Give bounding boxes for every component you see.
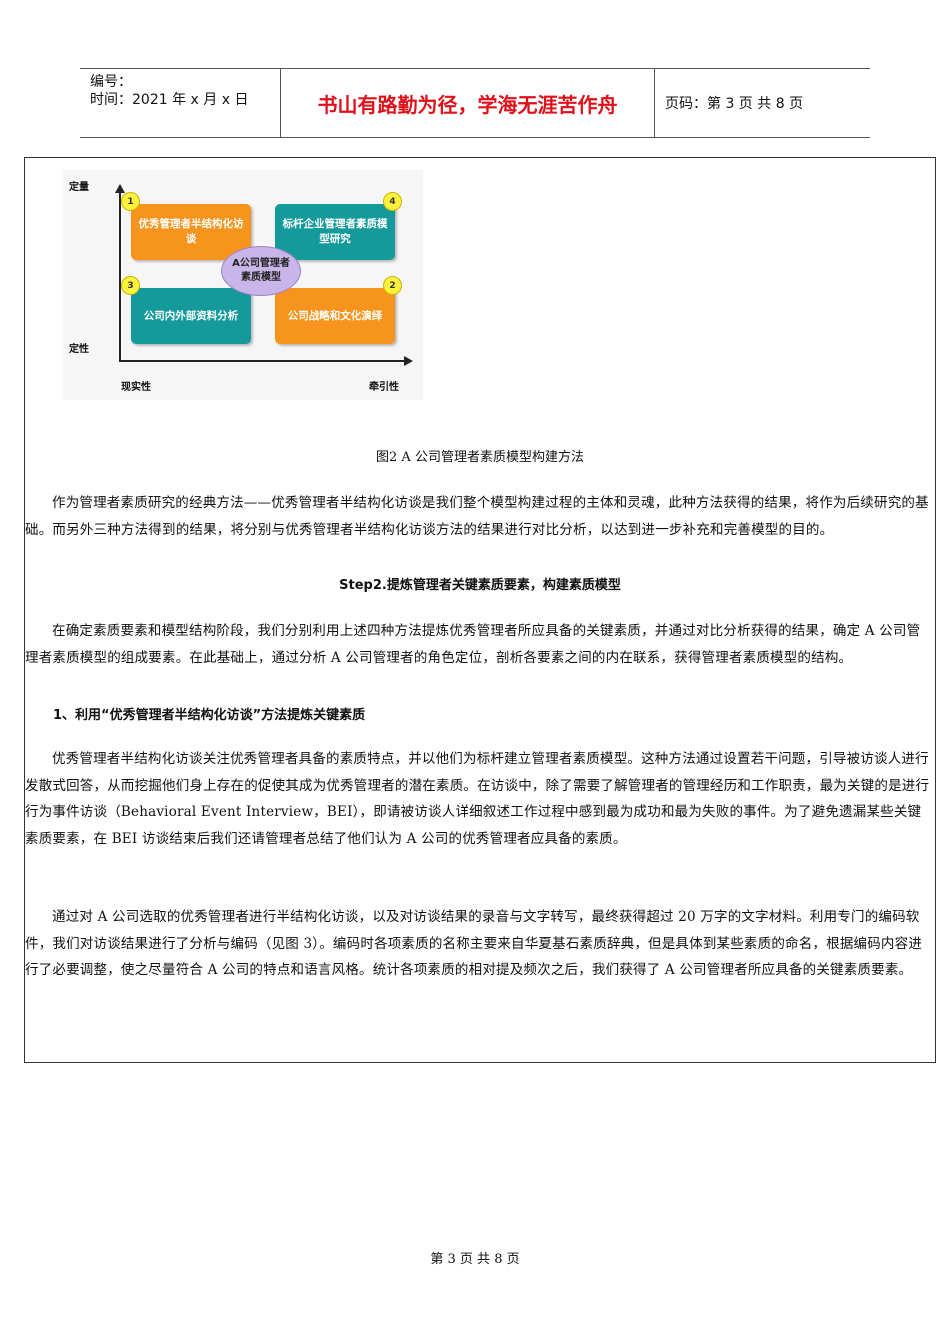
badge-3: 3 bbox=[121, 276, 140, 295]
paragraph-1: 作为管理者素质研究的经典方法——优秀管理者半结构化访谈是我们整个模型构建过程的主… bbox=[25, 495, 929, 538]
x-right-label: 牵引性 bbox=[369, 382, 399, 393]
y-axis bbox=[119, 192, 121, 360]
y-top-label: 定量 bbox=[69, 182, 89, 193]
quadrant-1: 优秀管理者半结构化访谈 bbox=[131, 204, 251, 260]
header-page-info: 页码：第 3 页 共 8 页 bbox=[665, 96, 804, 112]
center-model-oval: A公司管理者素质模型 bbox=[221, 246, 301, 296]
quadrant-3: 公司内外部资料分析 bbox=[131, 288, 251, 344]
quadrant-2: 公司战略和文化演绎 bbox=[275, 288, 395, 344]
content-frame: 定量 定性 现实性 牵引性 优秀管理者半结构化访谈 标杆企业管理者素质模型研究 … bbox=[24, 157, 936, 1063]
paragraph-3: 优秀管理者半结构化访谈关注优秀管理者具备的素质特点，并以他们为标杆建立管理者素质… bbox=[25, 751, 930, 847]
header-motto: 书山有路勤为径，学海无涯苦作舟 bbox=[281, 69, 655, 137]
number-label: 编号： bbox=[90, 74, 132, 90]
badge-1: 1 bbox=[121, 192, 140, 211]
page-footer: 第 3 页 共 8 页 bbox=[430, 1252, 520, 1267]
time-label: 时间：2021 年 x 月 x 日 bbox=[90, 92, 249, 108]
step2-heading: Step2.提炼管理者关键素质要素，构建素质模型 bbox=[339, 578, 621, 593]
badge-4: 4 bbox=[383, 192, 402, 211]
y-axis-arrow bbox=[115, 184, 125, 193]
x-left-label: 现实性 bbox=[121, 382, 151, 393]
header-meta: 编号： 时间：2021 年 x 月 x 日 bbox=[80, 69, 281, 137]
y-bottom-label: 定性 bbox=[69, 344, 89, 355]
sub-heading: 1、利用“优秀管理者半结构化访谈”方法提炼关键素质 bbox=[53, 708, 366, 723]
paragraph-2: 在确定素质要素和模型结构阶段，我们分别利用上述四种方法提炼优秀管理者所应具备的关… bbox=[25, 623, 921, 666]
figure-caption: 图2 A 公司管理者素质模型构建方法 bbox=[376, 450, 584, 465]
quadrant-figure: 定量 定性 现实性 牵引性 优秀管理者半结构化访谈 标杆企业管理者素质模型研究 … bbox=[63, 170, 423, 400]
page-header: 编号： 时间：2021 年 x 月 x 日 书山有路勤为径，学海无涯苦作舟 页码… bbox=[80, 68, 870, 138]
paragraph-4: 通过对 A 公司选取的优秀管理者进行半结构化访谈，以及对访谈结果的录音与文字转写… bbox=[25, 909, 923, 978]
quadrant-4: 标杆企业管理者素质模型研究 bbox=[275, 204, 395, 260]
x-axis-arrow bbox=[404, 356, 413, 366]
badge-2: 2 bbox=[383, 276, 402, 295]
x-axis bbox=[119, 360, 404, 362]
